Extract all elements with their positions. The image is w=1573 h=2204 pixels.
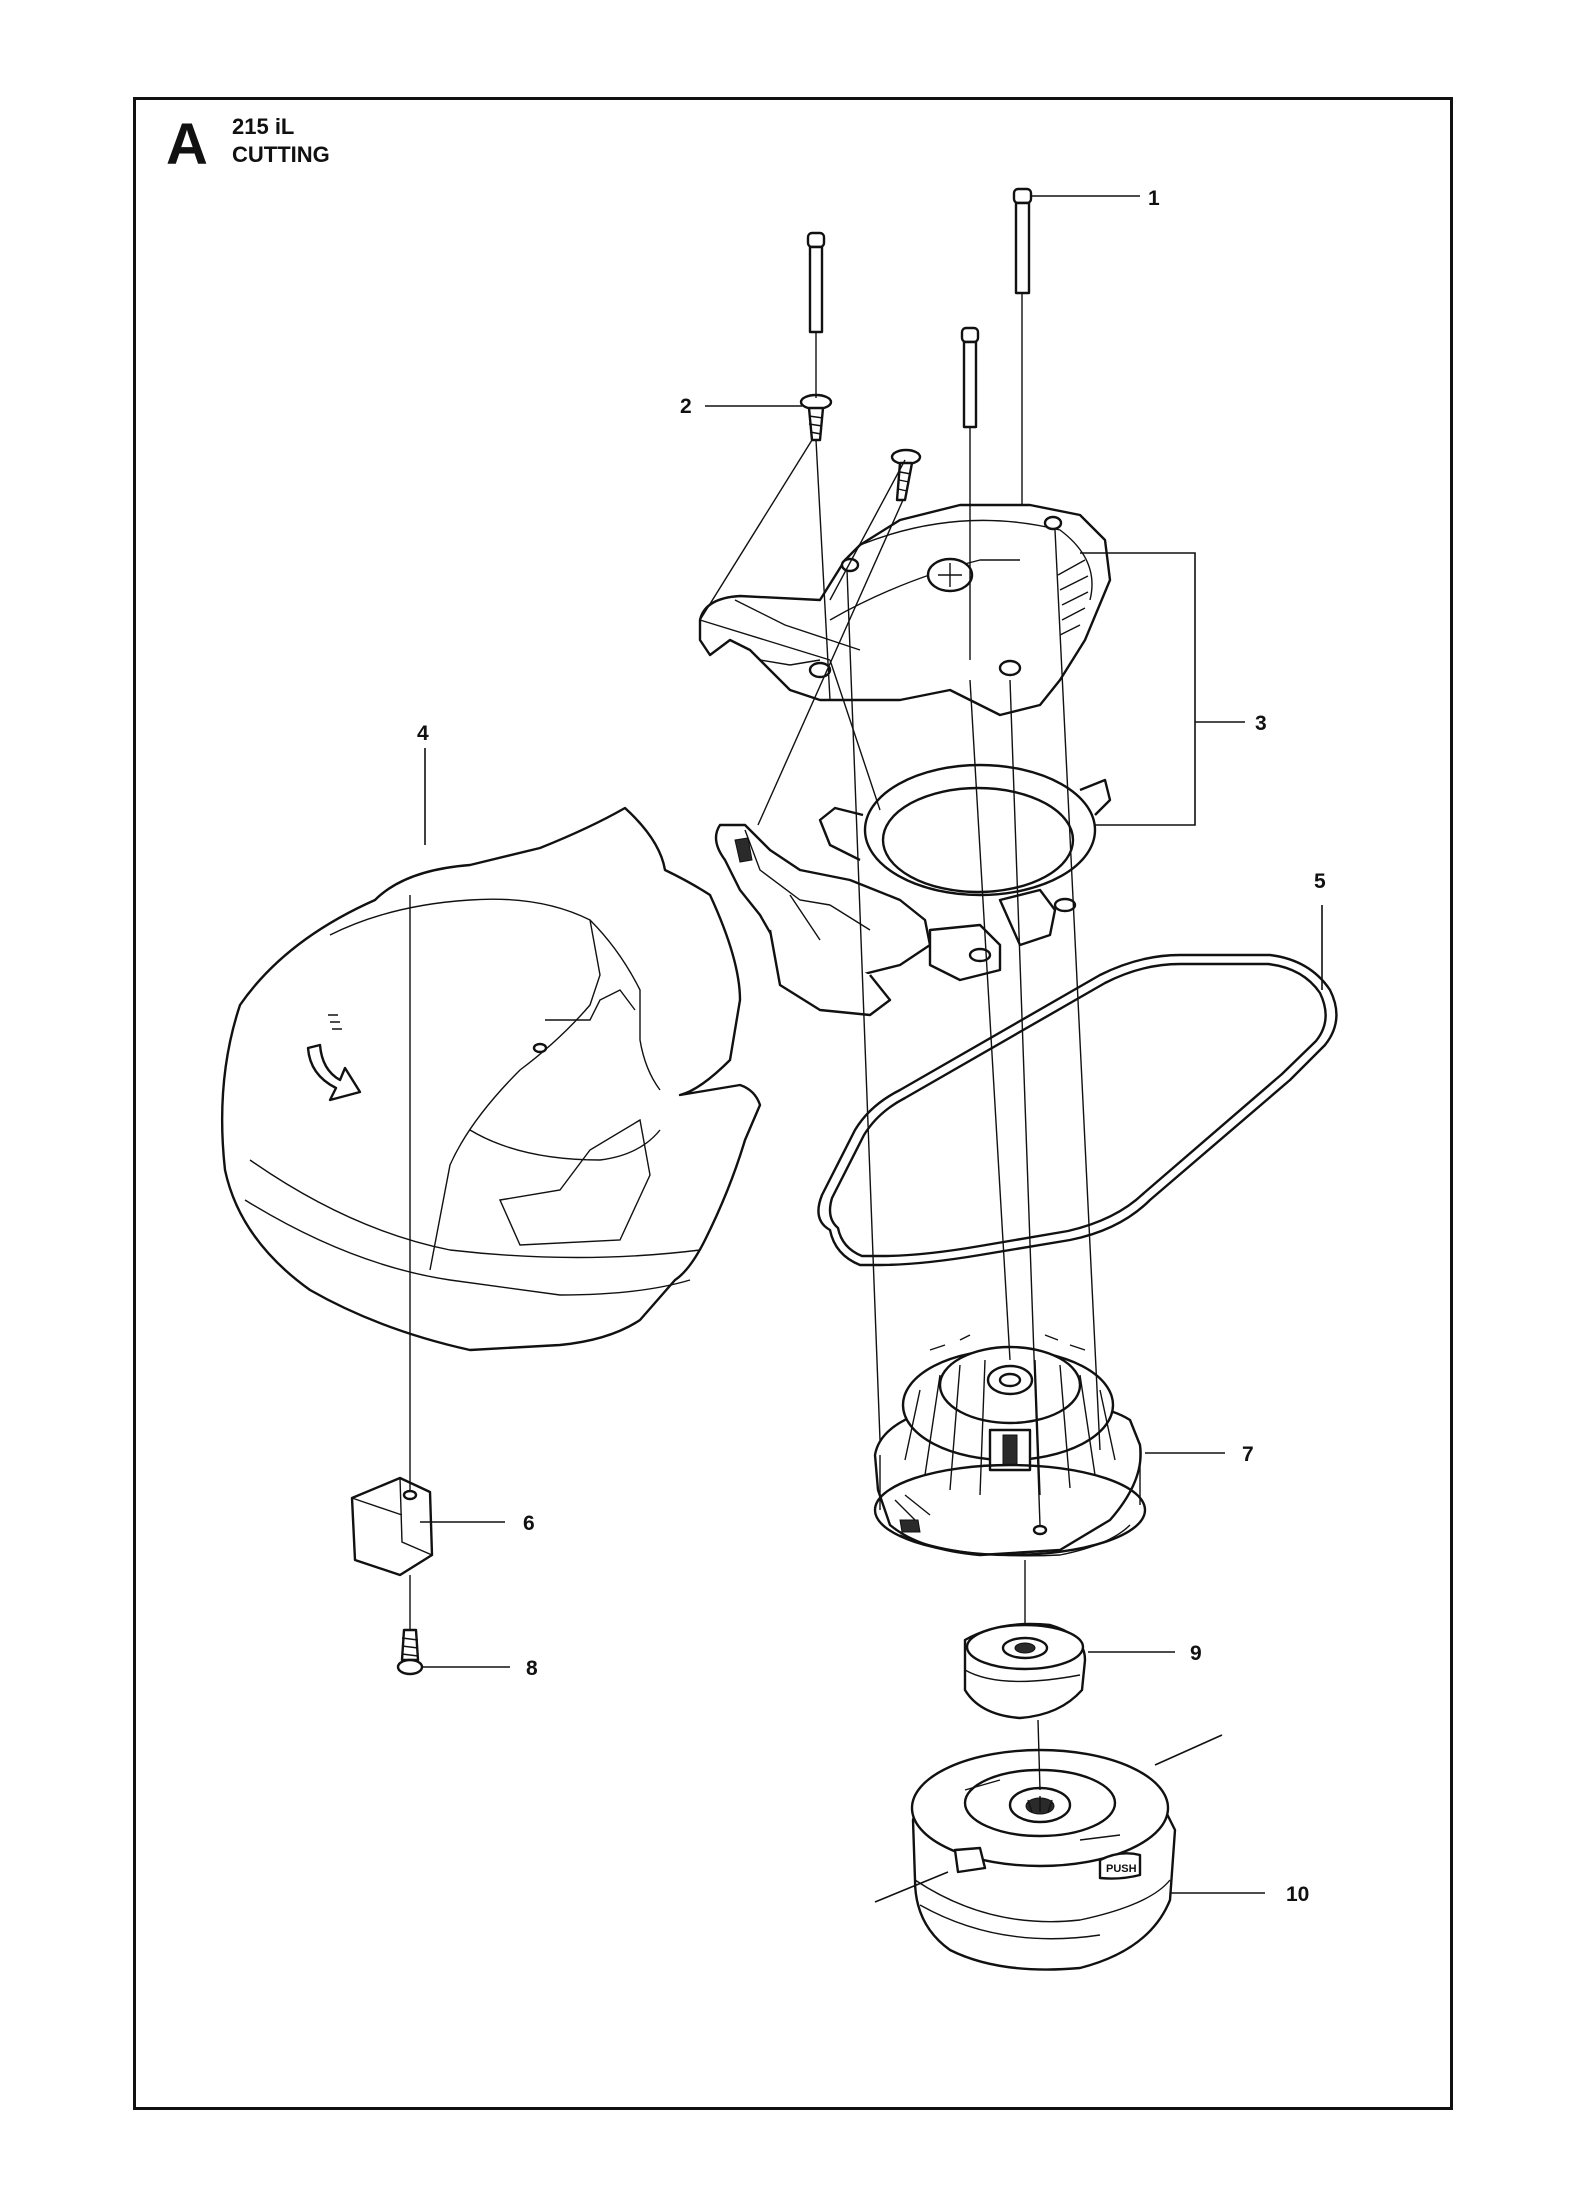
screw-short-left [799, 393, 833, 442]
section-title: CUTTING [232, 142, 330, 167]
callout-5: 5 [1314, 870, 1326, 893]
callout-3: 3 [1255, 712, 1267, 735]
grass-guard [220, 806, 762, 1352]
guard-screw [396, 1628, 424, 1676]
model-name: 215 iL [232, 114, 295, 139]
callout-3-bracket [1080, 552, 1196, 826]
push-text: PUSH [1106, 1863, 1137, 1875]
callout-9: 9 [1190, 1642, 1202, 1665]
trimmer-head: PUSH [874, 1734, 1223, 1971]
callout-2: 2 [680, 395, 692, 418]
upper-housing [698, 503, 1112, 717]
screw-long-center [960, 326, 980, 429]
callout-10: 10 [1286, 1883, 1309, 1906]
cutting-line-left [874, 1871, 949, 1903]
assembly-axis-lines [409, 293, 1101, 1791]
callout-leaders [420, 195, 1323, 1894]
line-guard-cord [817, 953, 1338, 1267]
diagram-frame [133, 97, 1453, 2110]
lower-housing [714, 763, 1112, 1017]
screw-long-left [806, 231, 826, 334]
hub-adaptor [963, 1622, 1087, 1720]
guard-bracket [350, 1476, 434, 1577]
callout-4: 4 [417, 722, 429, 745]
screw-short-right [890, 448, 922, 502]
callout-8: 8 [526, 1657, 538, 1680]
callout-1: 1 [1148, 187, 1160, 210]
section-letter: A [166, 112, 208, 177]
motor-unit [873, 1334, 1147, 1557]
screw-long-right [1012, 187, 1033, 295]
cutting-line-right [1154, 1734, 1223, 1766]
callout-7: 7 [1242, 1443, 1254, 1466]
callout-6: 6 [523, 1512, 535, 1535]
